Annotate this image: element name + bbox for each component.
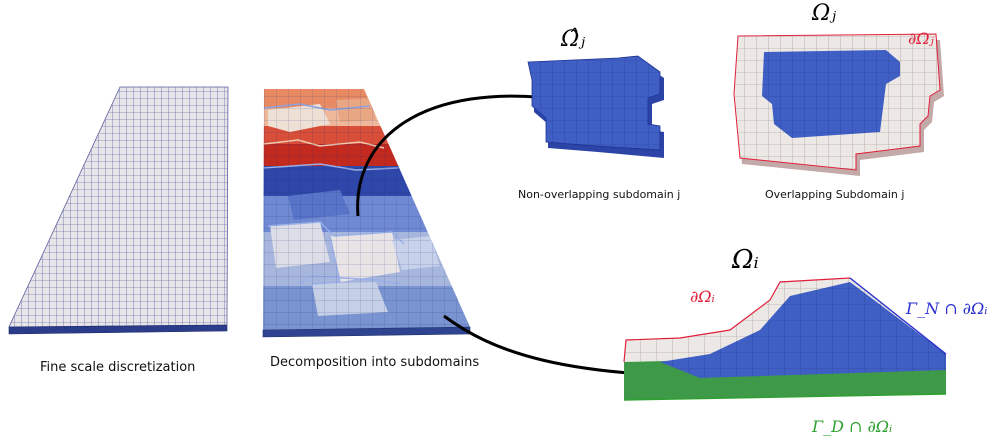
label-omega-j: Ωⱼ	[811, 1, 836, 26]
label-dirichlet-boundary: Γ_D ∩ ∂Ωᵢ	[811, 417, 892, 436]
label-boundary-omega-j: ∂Ωⱼ	[908, 29, 935, 48]
label-neumann-boundary: Γ_N ∩ ∂Ωᵢ	[905, 299, 987, 318]
arrow-to-subdomain-j	[356, 84, 572, 217]
nonoverlapping-subdomain-j	[527, 55, 664, 158]
fine-scale-plate	[8, 86, 229, 335]
subdomain-i	[623, 277, 947, 401]
overlapping-subdomain-j	[733, 33, 944, 176]
label-omega-i: Ωᵢ	[731, 245, 759, 275]
caption-overlapping: Overlapping Subdomain j	[765, 188, 904, 201]
caption-decomposition: Decomposition into subdomains	[270, 355, 479, 370]
caption-fine-scale: Fine scale discretization	[40, 360, 195, 375]
label-boundary-omega-i: ∂Ωᵢ	[690, 287, 715, 306]
caption-nonoverlapping: Non-overlapping subdomain j	[518, 188, 680, 201]
decomposition-plate	[262, 89, 471, 338]
label-omega-hat-j: Ω̂ⱼ	[560, 27, 585, 52]
